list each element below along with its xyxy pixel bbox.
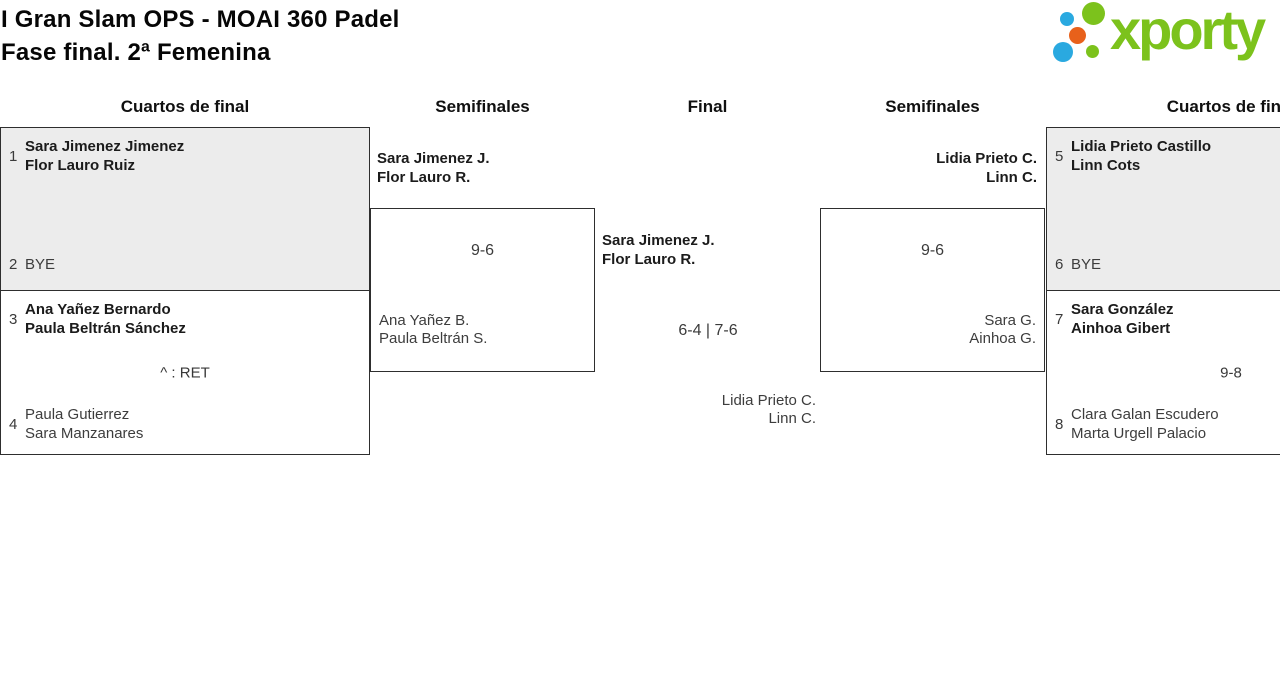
seed-number: 4 bbox=[9, 415, 18, 433]
match-score: 9-8 bbox=[1220, 364, 1242, 381]
team-row: 7 Sara González Ainhoa Gibert bbox=[1055, 300, 1280, 338]
player-name: Ainhoa Gibert bbox=[1071, 320, 1171, 337]
team-names: Clara Galan Escudero Marta Urgell Palaci… bbox=[1071, 405, 1219, 443]
team-row: 5 Lidia Prieto Castillo Linn Cots bbox=[1055, 137, 1280, 175]
player-name: Sara Jimenez Jimenez bbox=[25, 138, 185, 155]
player-name: Sara Jimenez J. bbox=[602, 232, 715, 249]
player-name: Marta Urgell Palacio bbox=[1071, 425, 1207, 442]
logo-dot-icon bbox=[1082, 2, 1105, 25]
logo-dot-icon bbox=[1060, 12, 1074, 26]
team-names: Sara González Ainhoa Gibert bbox=[1071, 300, 1174, 338]
team-names: Paula Gutierrez Sara Manzanares bbox=[25, 405, 143, 443]
match-score: 9-6 bbox=[920, 242, 945, 259]
player-name: Sara Manzanares bbox=[25, 425, 144, 442]
team-names: Ana Yañez B. Paula Beltrán S. bbox=[379, 312, 487, 347]
player-name: Clara Galan Escudero bbox=[1071, 406, 1219, 423]
round-header-quarterfinals-right: Cuartos de final bbox=[1166, 97, 1280, 116]
phase-category: Fase final. 2ª Femenina bbox=[1, 39, 271, 66]
player-name: Lidia Prieto Castillo bbox=[1071, 138, 1212, 155]
round-header-final: Final bbox=[687, 97, 728, 116]
match-qf-3: 5 Lidia Prieto Castillo Linn Cots 6 BYE bbox=[1046, 127, 1280, 291]
xporty-logo[interactable]: xporty bbox=[1048, 0, 1280, 72]
bye-label: BYE bbox=[25, 256, 56, 273]
player-name: Sara G. bbox=[984, 312, 1036, 329]
player-name: Linn C. bbox=[986, 169, 1037, 186]
player-name: Ana Yañez B. bbox=[379, 312, 470, 329]
team-names: Ana Yañez Bernardo Paula Beltrán Sánchez bbox=[25, 300, 186, 338]
player-name: Linn C. bbox=[768, 409, 816, 427]
match-sf-right: 9-6 Sara G. Ainhoa G. bbox=[820, 208, 1045, 372]
team-row: 3 Ana Yañez Bernardo Paula Beltrán Sánch… bbox=[9, 300, 361, 338]
team-row: 2 BYE bbox=[9, 255, 361, 274]
team-row: 6 BYE bbox=[1055, 255, 1280, 274]
logo-dot-icon bbox=[1053, 42, 1073, 62]
logo-dot-icon bbox=[1086, 45, 1099, 58]
tournament-name: I Gran Slam OPS - MOAI 360 Padel bbox=[1, 6, 400, 33]
player-name: Paula Gutierrez bbox=[25, 406, 130, 423]
player-name: Flor Lauro R. bbox=[602, 251, 696, 268]
page-title: I Gran Slam OPS - MOAI 360 Padel Fase fi… bbox=[1, 3, 400, 69]
seed-number: 7 bbox=[1055, 310, 1064, 328]
match-score: 9-6 bbox=[470, 242, 495, 259]
seed-number: 3 bbox=[9, 310, 18, 328]
final-loser-team: Lidia Prieto C. Linn C. bbox=[597, 392, 816, 427]
player-name: Lidia Prieto C. bbox=[721, 392, 816, 409]
player-name: Ainhoa G. bbox=[969, 329, 1036, 347]
team-names: Lidia Prieto Castillo Linn Cots bbox=[1071, 137, 1211, 175]
seed-number: 5 bbox=[1055, 147, 1064, 165]
team-names: Sara G. Ainhoa G. bbox=[969, 312, 1036, 347]
final-winner-team: Sara Jimenez J. Flor Lauro R. bbox=[602, 231, 715, 269]
player-name: Flor Lauro Ruiz bbox=[25, 157, 135, 174]
player-name: Flor Lauro R. bbox=[377, 169, 471, 186]
match-score-retirement: ^ : RET bbox=[160, 364, 210, 381]
match-qf-2: 3 Ana Yañez Bernardo Paula Beltrán Sánch… bbox=[0, 290, 370, 455]
team-row: 8 Clara Galan Escudero Marta Urgell Pala… bbox=[1055, 405, 1280, 443]
player-name: Ana Yañez Bernardo bbox=[25, 301, 171, 318]
match-sf-left: 9-6 Ana Yañez B. Paula Beltrán S. bbox=[370, 208, 595, 372]
match-qf-4: 7 Sara González Ainhoa Gibert 9-8 8 Clar… bbox=[1046, 290, 1280, 455]
round-header-semifinals-right: Semifinales bbox=[885, 97, 980, 116]
player-name: Linn Cots bbox=[1071, 157, 1141, 174]
player-name: Paula Beltrán S. bbox=[379, 329, 488, 347]
seed-number: 8 bbox=[1055, 415, 1064, 433]
seed-number: 6 bbox=[1055, 256, 1064, 273]
seed-number: 1 bbox=[9, 147, 18, 165]
advancing-team-sf-right: Lidia Prieto C. Linn C. bbox=[822, 149, 1037, 187]
team-names: Sara Jimenez Jimenez Flor Lauro Ruiz bbox=[25, 137, 184, 175]
logo-dot-icon bbox=[1069, 27, 1086, 44]
xporty-logo-text: xporty bbox=[1110, 0, 1266, 61]
player-name: Paula Beltrán Sánchez bbox=[25, 320, 186, 337]
player-name: Lidia Prieto C. bbox=[936, 150, 1037, 167]
player-name: Sara González bbox=[1071, 301, 1174, 318]
final-score: 6-4 | 7-6 bbox=[678, 322, 738, 339]
bye-label: BYE bbox=[1071, 256, 1102, 273]
team-row: 1 Sara Jimenez Jimenez Flor Lauro Ruiz bbox=[9, 137, 361, 175]
advancing-team-sf-left: Sara Jimenez J. Flor Lauro R. bbox=[377, 149, 490, 187]
match-qf-1: 1 Sara Jimenez Jimenez Flor Lauro Ruiz 2… bbox=[0, 127, 370, 291]
player-name: Sara Jimenez J. bbox=[377, 150, 490, 167]
round-header-semifinals-left: Semifinales bbox=[435, 97, 530, 116]
team-row: 4 Paula Gutierrez Sara Manzanares bbox=[9, 405, 361, 443]
seed-number: 2 bbox=[9, 256, 18, 273]
round-header-quarterfinals-left: Cuartos de final bbox=[120, 97, 250, 116]
